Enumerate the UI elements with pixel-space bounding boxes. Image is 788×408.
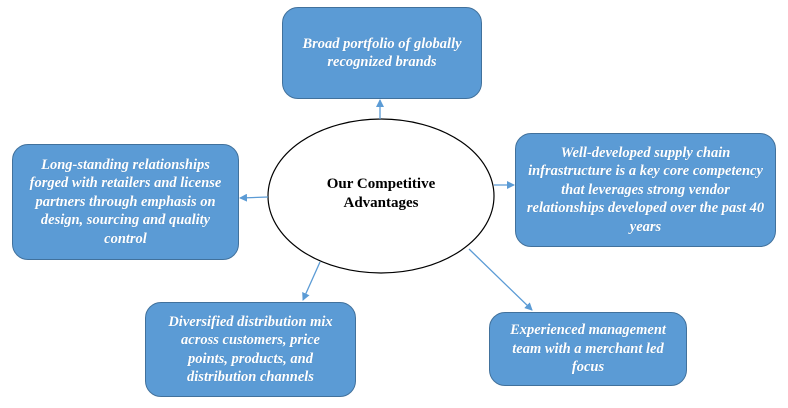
node-relationships: Long-standing relationships forged with … bbox=[12, 144, 239, 260]
center-ellipse bbox=[267, 118, 495, 274]
node-management: Experienced management team with a merch… bbox=[489, 312, 687, 386]
node-supply-chain: Well-developed supply chain infrastructu… bbox=[515, 133, 776, 247]
node-distribution: Diversified distribution mix across cust… bbox=[145, 302, 356, 397]
node-supply-chain-label: Well-developed supply chain infrastructu… bbox=[526, 144, 765, 235]
node-brands: Broad portfolio of globally recognized b… bbox=[282, 7, 482, 99]
node-management-label: Experienced management team with a merch… bbox=[510, 322, 666, 376]
arrow-to-management bbox=[468, 248, 533, 311]
node-brands-label: Broad portfolio of globally recognized b… bbox=[302, 35, 462, 71]
arrow-to-distribution bbox=[302, 261, 321, 301]
center-label: Our Competitive Advantages bbox=[326, 176, 436, 211]
arrow-to-relationships bbox=[239, 193, 269, 202]
node-distribution-label: Diversified distribution mix across cust… bbox=[168, 313, 333, 386]
node-relationships-label: Long-standing relationships forged with … bbox=[29, 156, 222, 247]
